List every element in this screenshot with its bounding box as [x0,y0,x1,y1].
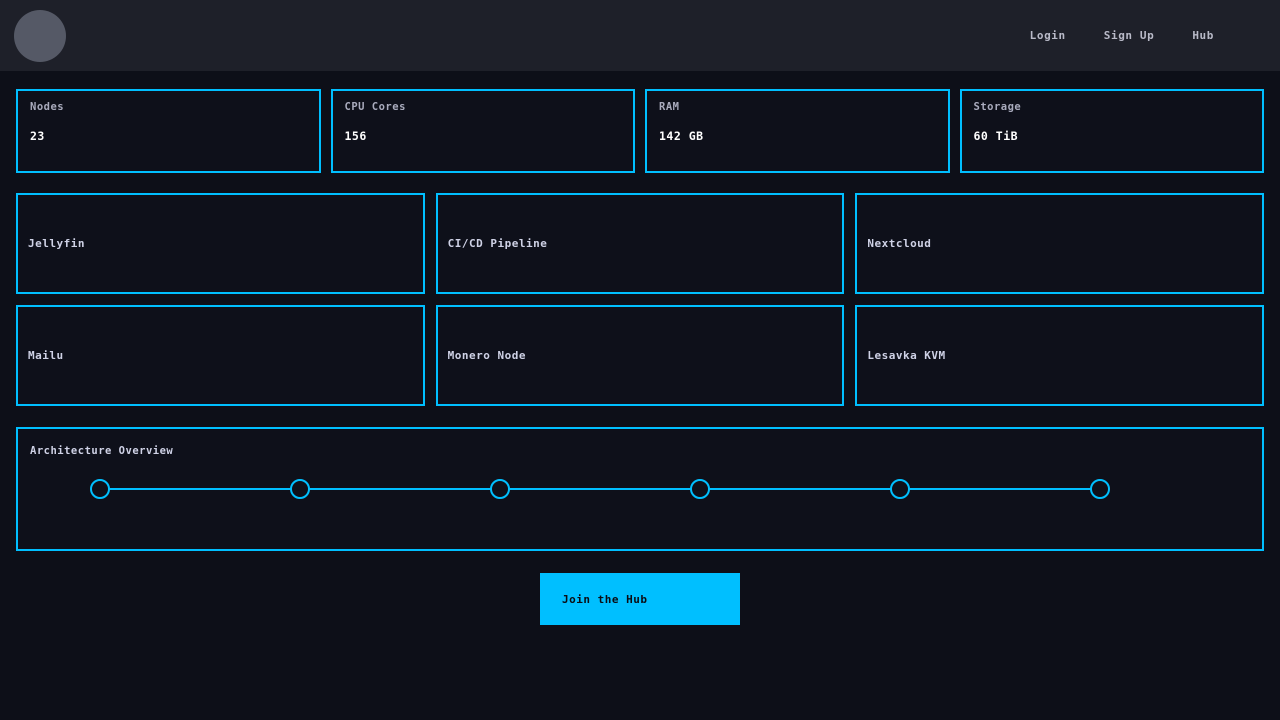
service-name: Mailu [28,349,64,362]
service-name: Nextcloud [867,237,931,250]
service-name: Jellyfin [28,237,85,250]
architecture-panel: Architecture Overview [16,427,1264,551]
join-the-hub-button[interactable]: Join the Hub [540,573,740,625]
stat-label: Storage [974,101,1251,113]
stat-value: 142 GB [659,129,936,143]
main-content: Nodes 23 CPU Cores 156 RAM 142 GB Storag… [0,71,1280,625]
stat-value: 156 [345,129,622,143]
services-grid: Jellyfin CI/CD Pipeline Nextcloud Mailu … [16,193,1264,406]
stat-label: RAM [659,101,936,113]
stat-label: Nodes [30,101,307,113]
architecture-node-6[interactable] [1091,480,1109,498]
stat-card-nodes: Nodes 23 [16,89,321,173]
architecture-node-5[interactable] [891,480,909,498]
stat-card-storage: Storage 60 TiB [960,89,1265,173]
architecture-diagram [18,429,1262,549]
avatar[interactable] [14,10,66,62]
service-card-monero-node[interactable]: Monero Node [436,305,845,406]
main-nav: Login Sign Up Hub [1030,29,1264,42]
stat-value: 60 TiB [974,129,1251,143]
service-card-jellyfin[interactable]: Jellyfin [16,193,425,294]
stat-card-ram: RAM 142 GB [645,89,950,173]
architecture-node-1[interactable] [91,480,109,498]
service-card-mailu[interactable]: Mailu [16,305,425,406]
architecture-node-4[interactable] [691,480,709,498]
nav-link-sign-up[interactable]: Sign Up [1104,29,1155,42]
architecture-node-2[interactable] [291,480,309,498]
service-name: Monero Node [448,349,526,362]
architecture-node-3[interactable] [491,480,509,498]
cta-wrapper: Join the Hub [16,573,1264,625]
service-name: Lesavka KVM [867,349,945,362]
service-name: CI/CD Pipeline [448,237,548,250]
nav-link-login[interactable]: Login [1030,29,1066,42]
site-header: Login Sign Up Hub [0,0,1280,71]
service-card-ci-cd-pipeline[interactable]: CI/CD Pipeline [436,193,845,294]
stat-label: CPU Cores [345,101,622,113]
nav-link-hub[interactable]: Hub [1192,29,1214,42]
service-card-nextcloud[interactable]: Nextcloud [855,193,1264,294]
stats-row: Nodes 23 CPU Cores 156 RAM 142 GB Storag… [16,89,1264,173]
stat-value: 23 [30,129,307,143]
service-card-lesavka-kvm[interactable]: Lesavka KVM [855,305,1264,406]
stat-card-cpu-cores: CPU Cores 156 [331,89,636,173]
